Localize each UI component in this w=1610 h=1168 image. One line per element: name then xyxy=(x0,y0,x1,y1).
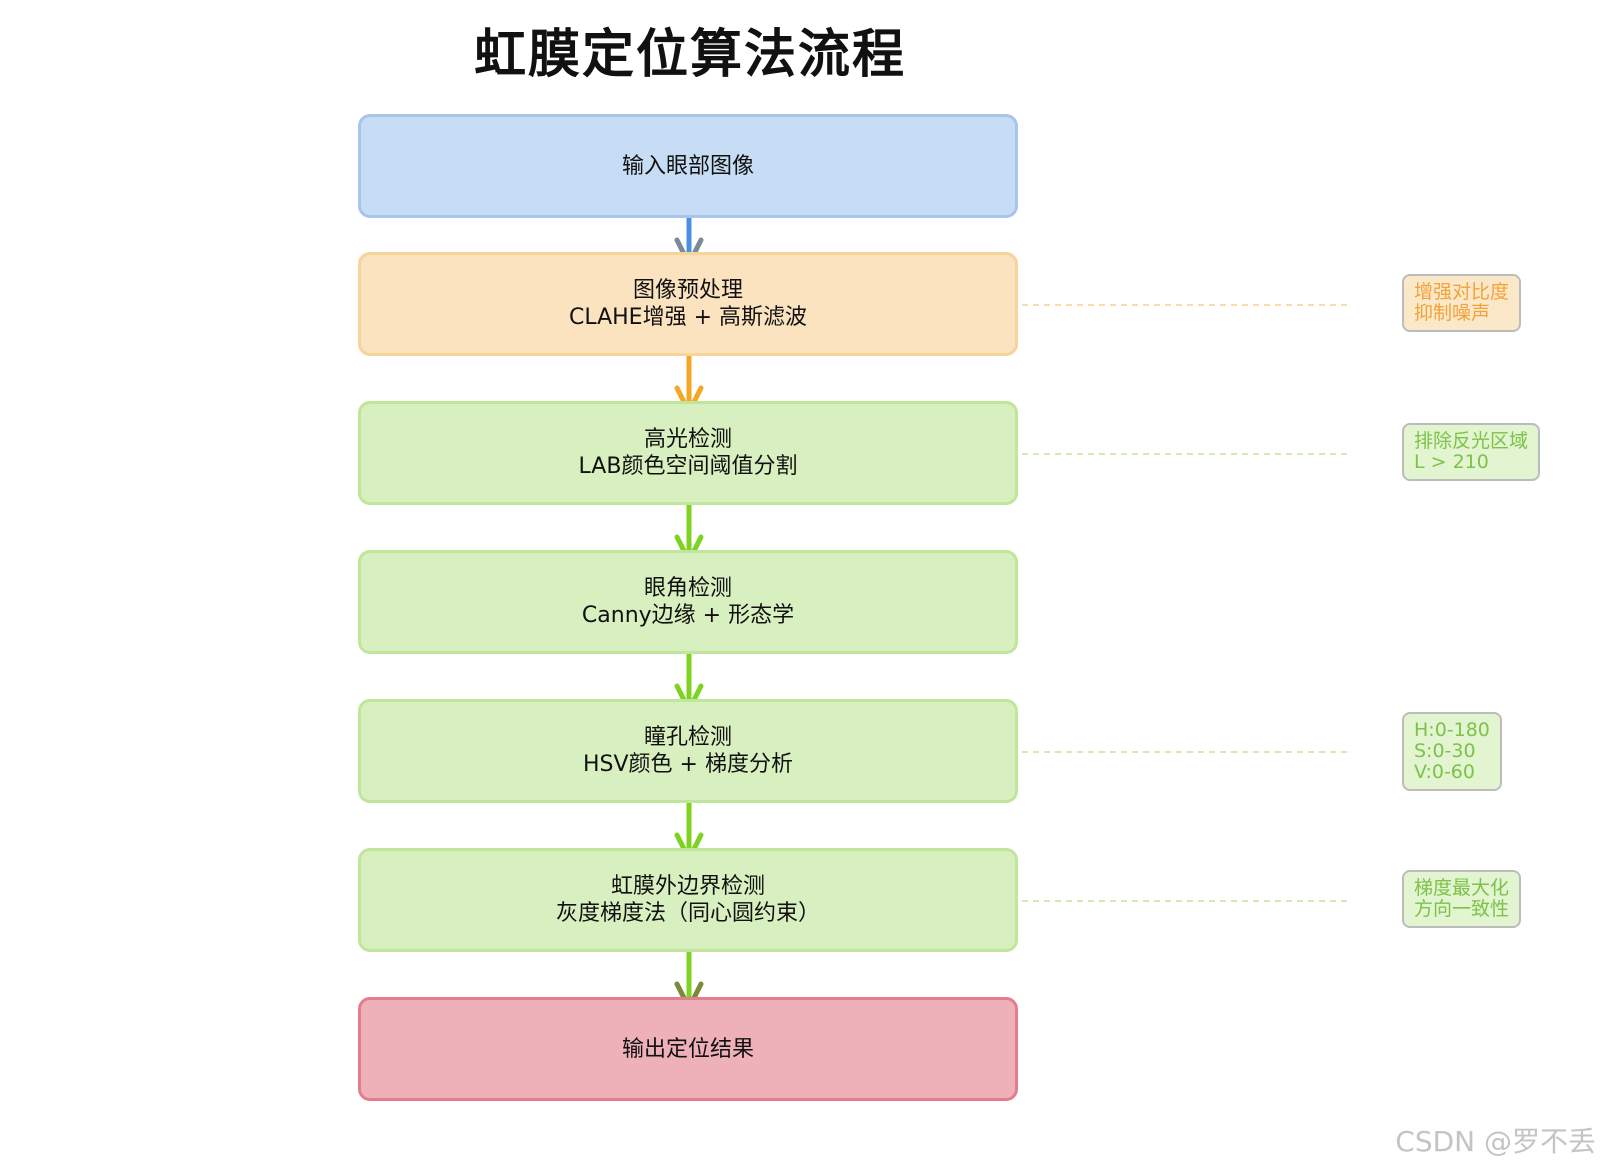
step-label: 眼角检测 xyxy=(643,576,732,601)
step-label: 高光检测 xyxy=(643,427,732,452)
note-line: H:0-180 xyxy=(1414,719,1490,741)
step-eye-corner-detection: 眼角检测 Canny边缘 + 形态学 xyxy=(358,550,1018,654)
note-highlight: 排除反光区域 L > 210 xyxy=(1402,423,1541,481)
diagram-title: 虹膜定位算法流程 xyxy=(473,25,906,85)
step-output-result: 输出定位结果 xyxy=(358,997,1018,1101)
step-sublabel: Canny边缘 + 形态学 xyxy=(581,603,795,628)
note-line: V:0-60 xyxy=(1414,761,1475,783)
step-sublabel: HSV颜色 + 梯度分析 xyxy=(583,752,793,777)
step-input-image: 输入眼部图像 xyxy=(358,114,1018,218)
step-label: 输出定位结果 xyxy=(621,1036,754,1062)
note-line: 增强对比度 xyxy=(1414,281,1510,303)
note-iris-boundary: 梯度最大化 方向一致性 xyxy=(1402,870,1522,928)
step-highlight-detection: 高光检测 LAB颜色空间阈值分割 xyxy=(358,401,1018,505)
step-label: 虹膜外边界检测 xyxy=(610,874,765,899)
note-preprocess: 增强对比度 抑制噪声 xyxy=(1402,274,1522,332)
step-label: 图像预处理 xyxy=(632,278,743,303)
note-line: L > 210 xyxy=(1414,451,1489,473)
step-label: 瞳孔检测 xyxy=(643,725,732,750)
watermark: CSDN @罗不丢 xyxy=(1395,1125,1596,1158)
step-sublabel: 灰度梯度法（同心圆约束） xyxy=(555,901,820,926)
note-line: 排除反光区域 xyxy=(1414,430,1529,452)
step-pupil-detection: 瞳孔检测 HSV颜色 + 梯度分析 xyxy=(358,699,1018,803)
note-line: 抑制噪声 xyxy=(1414,302,1491,324)
note-line: 方向一致性 xyxy=(1414,898,1510,920)
note-line: S:0-30 xyxy=(1414,740,1476,762)
step-sublabel: CLAHE增强 + 高斯滤波 xyxy=(568,305,808,330)
note-line: 梯度最大化 xyxy=(1414,877,1510,899)
step-preprocess: 图像预处理 CLAHE增强 + 高斯滤波 xyxy=(358,252,1018,356)
step-label: 输入眼部图像 xyxy=(621,153,754,179)
step-iris-boundary-detection: 虹膜外边界检测 灰度梯度法（同心圆约束） xyxy=(358,848,1018,952)
step-sublabel: LAB颜色空间阈值分割 xyxy=(578,454,798,479)
note-pupil: H:0-180 S:0-30 V:0-60 xyxy=(1402,712,1502,791)
